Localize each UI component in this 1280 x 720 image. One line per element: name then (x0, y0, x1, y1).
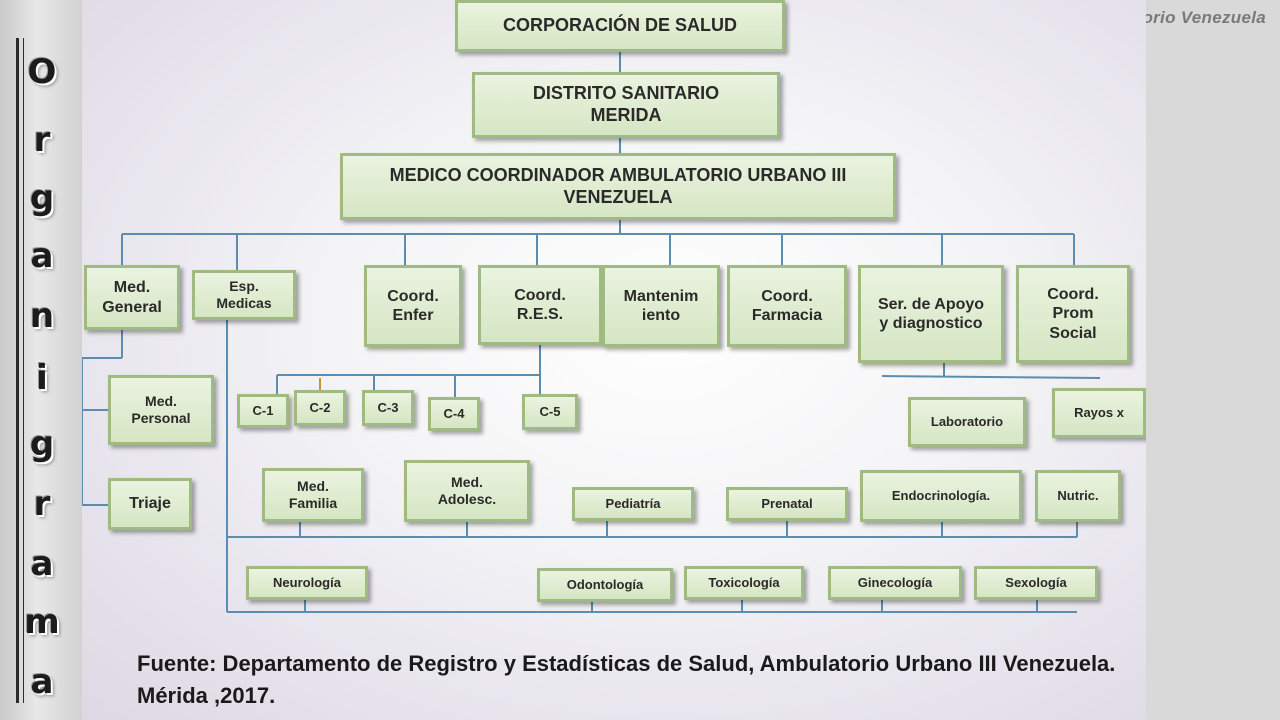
side-title-letter: m (24, 602, 60, 642)
box-odontologia: Odontología (537, 568, 673, 602)
side-title-letter: a (30, 236, 54, 276)
side-rule-thin (23, 38, 24, 703)
box-endocrinologia: Endocrinología. (860, 470, 1022, 522)
box-coord-prom-social: Coord. Prom Social (1016, 265, 1130, 363)
box-nutric: Nutric. (1035, 470, 1121, 522)
box-ser-apoyo: Ser. de Apoyo y diagnostico (858, 265, 1004, 363)
box-triaje: Triaje (108, 478, 192, 530)
box-ginecologia: Ginecología (828, 566, 962, 600)
box-c1: C-1 (237, 394, 289, 428)
side-title-letter: r (33, 120, 51, 160)
box-c3: C-3 (362, 390, 414, 426)
box-prenatal: Prenatal (726, 487, 848, 521)
org-chart: CORPORACIÓN DE SALUD DISTRITO SANITARIO … (82, 0, 1146, 720)
box-toxicologia: Toxicología (684, 566, 804, 600)
box-laboratorio: Laboratorio (908, 397, 1026, 447)
box-pediatria: Pediatría (572, 487, 694, 521)
box-neurologia: Neurología (246, 566, 368, 600)
side-title-letter: r (33, 484, 51, 524)
box-c4: C-4 (428, 397, 480, 431)
side-title-letter: g (29, 178, 55, 218)
source-caption: Fuente: Departamento de Registro y Estad… (137, 651, 1116, 708)
box-medico-coordinador: MEDICO COORDINADOR AMBULATORIO URBANO II… (340, 153, 896, 220)
side-title-panel: O r g a n i g r a m a (0, 0, 82, 720)
box-distrito-sanitario: DISTRITO SANITARIO MERIDA (472, 72, 780, 138)
box-coord-enfer: Coord. Enfer (364, 265, 462, 347)
box-med-adolesc: Med. Adolesc. (404, 460, 530, 522)
box-corporacion-salud: CORPORACIÓN DE SALUD (455, 0, 785, 52)
box-c5: C-5 (522, 394, 578, 430)
box-esp-medicas: Esp. Medicas (192, 270, 296, 320)
box-coord-res: Coord. R.E.S. (478, 265, 602, 345)
box-coord-farmacia: Coord. Farmacia (727, 265, 847, 347)
side-title-letter: n (29, 296, 55, 336)
box-med-familia: Med. Familia (262, 468, 364, 522)
side-title-letter: a (30, 544, 54, 584)
right-margin (1146, 0, 1280, 720)
side-rule (16, 38, 19, 703)
box-mantenimiento: Mantenim iento (602, 265, 720, 347)
side-title-letter: g (29, 424, 55, 464)
box-med-general: Med. General (84, 265, 180, 330)
box-med-personal: Med. Personal (108, 375, 214, 445)
box-c2: C-2 (294, 390, 346, 426)
side-title-letter: O (27, 52, 57, 92)
box-sexologia: Sexología (974, 566, 1098, 600)
side-title-letter: i (36, 358, 48, 398)
connector-lines (82, 52, 1101, 613)
box-rayos-x: Rayos x (1052, 388, 1146, 438)
side-title-letter: a (30, 662, 54, 702)
